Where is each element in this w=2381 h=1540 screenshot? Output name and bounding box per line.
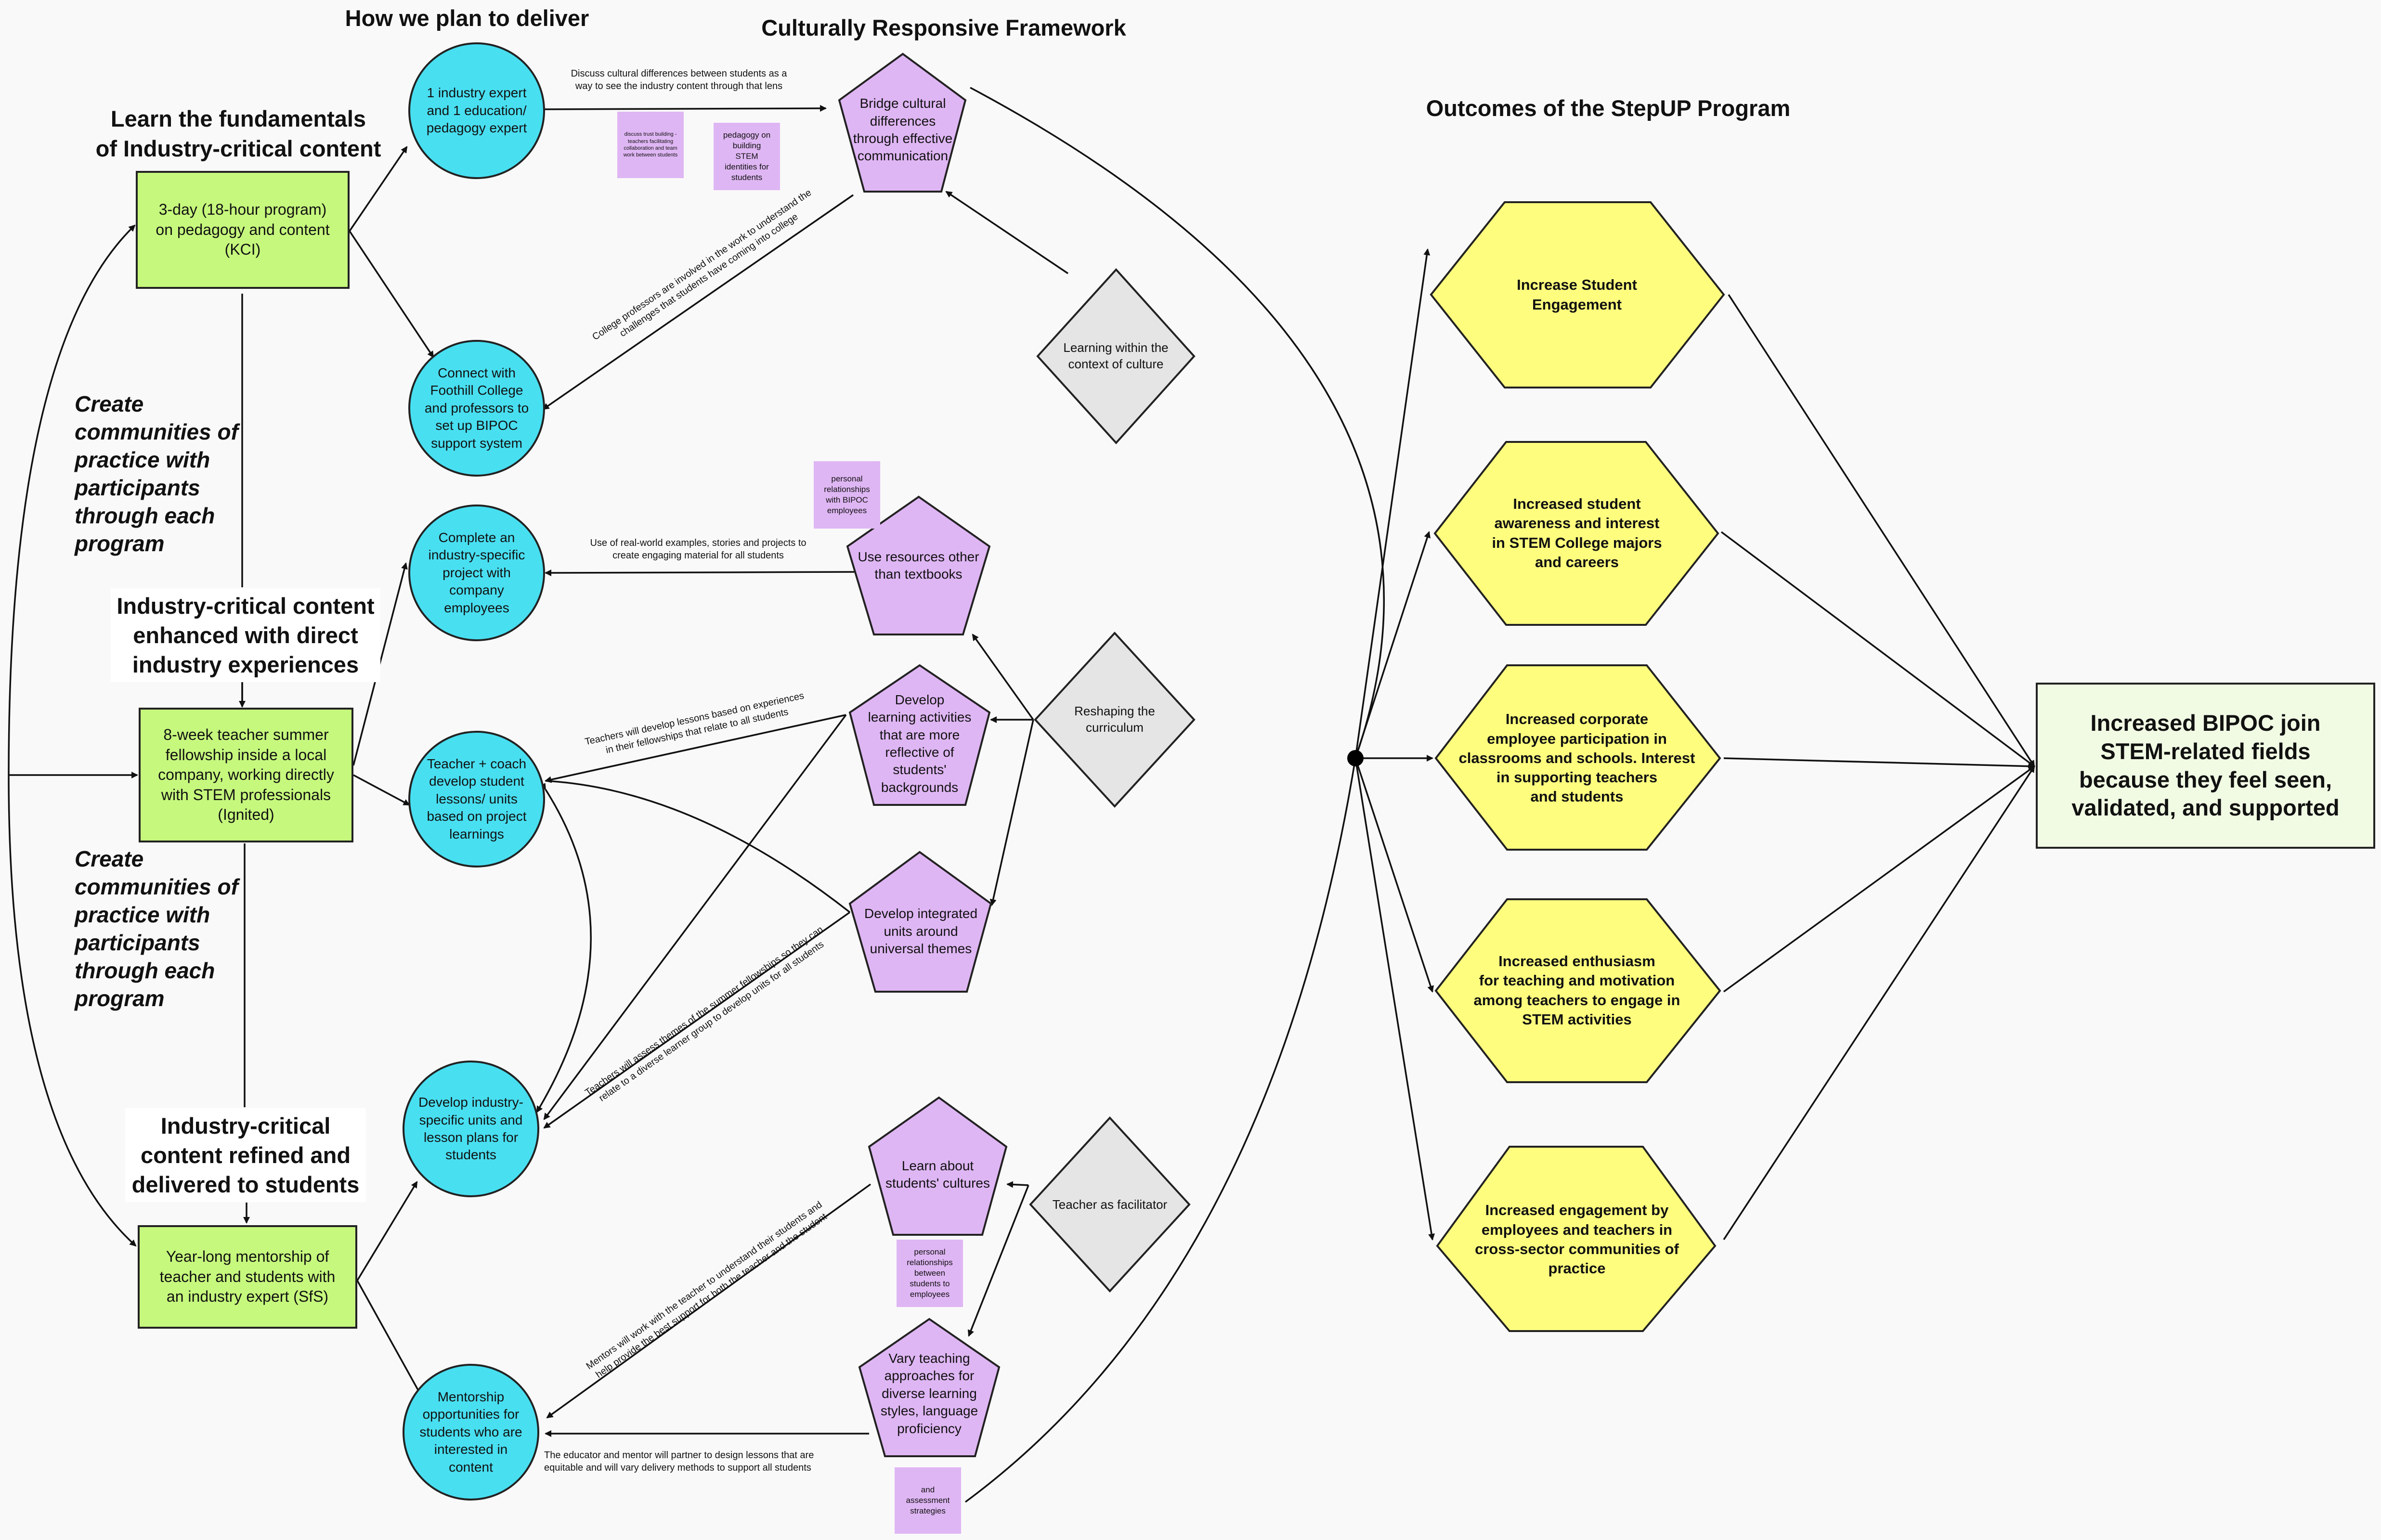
program-ignited: 8-week teacher summer fellowship inside … [139,708,353,842]
circle-units [403,1061,539,1197]
framework-activities: Develop learning activities that are mor… [868,692,972,795]
pillar-reshaping: Reshaping the curriculum [1074,704,1155,735]
arrow-kci-foothill [349,231,434,358]
arrow-integrated-units [543,911,851,1129]
arrow-cultures-mentorship [546,1183,872,1419]
arrow-activities-units [543,714,847,1120]
arrow-text-partner: The educator and mentor will partner to … [544,1450,814,1473]
framework-pentagons [838,52,1008,1457]
arrow-resources-project [545,569,865,576]
arrow-ignited-coach [353,774,410,806]
arrow-hub-cross-sector [1354,758,1435,1241]
heading-deliver: How we plan to deliver [345,5,589,31]
arrow-learning-bridge [945,191,1068,274]
arrow-sfs-mentorship [356,1280,424,1399]
arrow-spine-to-sfs [8,775,137,1247]
program-kci: 3-day (18-hour program) on pedagogy and … [136,171,350,289]
hexagon-cross-sector [1436,1146,1717,1332]
circle-coach [408,731,545,867]
diamond-facilitator [1029,1116,1191,1293]
framework-integrated: Develop integrated units around universa… [864,906,978,957]
note-assessment: and assessment strategies [895,1467,961,1534]
outcome-corporate: Increased corporate employee participati… [1458,711,1695,805]
delivery-project: Complete an industry-specific project wi… [428,530,525,615]
delivery-foothill: Connect with Foothill College and profes… [424,365,529,451]
pentagon-activities [848,664,991,806]
circle-mentorship [403,1364,539,1501]
pillar-learning: Learning within the context of culture [1063,340,1169,371]
hexagon-enthusiasm [1434,898,1721,1083]
outcome-cross-sector: Increased engagement by employees and te… [1475,1202,1679,1277]
arrow-coach-units [536,783,592,1113]
side-communities-bottom: Create communities of practice with part… [75,846,238,1011]
note-students-employees: personal relationships between students … [897,1240,963,1307]
arrow-enthusiasm-result [1723,765,2035,993]
side-communities-top: Create communities of practice with part… [75,391,238,556]
heading-outcomes: Outcomes of the StepUP Program [1426,95,1791,121]
heading-framework: Culturally Responsive Framework [761,14,1126,40]
arrow-text-discuss: Discuss cultural differences between stu… [571,68,787,91]
pentagon-bridge [838,52,967,193]
outcome-awareness: Increased student awareness and interest… [1492,495,1662,570]
arrow-experts-bridge [538,105,827,113]
outcomes-arc [964,87,1385,1503]
arrow-engagement-result [1728,294,2035,767]
delivery-mentorship: Mentorship opportunities for students wh… [419,1389,522,1475]
arrow-activities-coach [545,714,846,783]
arrow-integrated-coach [545,780,851,913]
hub-dot [1347,750,1364,766]
arrow-cross-sector-result [1723,765,2035,1240]
pillar-diamonds [1029,268,1196,1293]
arrow-reshaping-resources [972,634,1034,721]
note-bipoc-employees: personal relationships with BIPOC employ… [814,461,880,529]
diamond-reshaping [1034,632,1196,808]
label-enhanced: Industry-critical content enhanced with … [111,588,380,682]
arrow-sfs-units [356,1181,418,1281]
circle-project [408,505,545,641]
arrow-hub-awareness [1354,531,1431,759]
arrow-hub-enthusiasm [1354,758,1434,993]
arrow-corporate-result [1723,757,2035,770]
framework-vary: Vary teaching approaches for diverse lea… [880,1351,978,1436]
arrow-facilitator-cultures [1006,1181,1029,1188]
delivery-experts: 1 industry expert and 1 education/ pedag… [426,85,527,136]
framework-resources: Use resources other than textbooks [858,549,979,582]
framework-bridge: Bridge cultural differences through effe… [853,96,953,164]
framework-cultures: Learn about students' cultures [885,1158,990,1191]
arrow-text-realworld: Use of real-world examples, stories and … [590,538,807,561]
heading-fundamentals: Learn the fundamentals of Industry-criti… [95,106,381,161]
note-trust: discuss trust building - teachers facili… [617,112,684,178]
outcome-hexagons [1430,201,1725,1332]
arrow-facilitator-vary [967,1185,1029,1337]
program-sfs: Year-long mentorship of teacher and stud… [138,1225,357,1329]
circle-foothill [408,340,545,477]
label-refined: Industry-critical content refined and de… [125,1108,366,1202]
circle-experts [408,42,545,179]
pentagon-resources [846,495,991,635]
arrow-reshaping-integrated [989,719,1034,906]
arrow-hub-engagement [1354,248,1431,759]
arrow-spine-to-kci [8,224,136,776]
pentagon-vary [858,1318,1001,1457]
outcome-enthusiasm: Increased enthusiasm for teaching and mo… [1473,952,1680,1028]
pentagon-cultures [868,1096,1008,1236]
pillar-facilitator: Teacher as facilitator [1052,1197,1168,1212]
note-pedagogy: pedagogy on building STEM identities for… [714,123,780,190]
delivery-circles [403,42,545,1501]
arrow-awareness-result [1720,531,2035,767]
hexagon-awareness [1433,441,1719,626]
arrow-kci-experts [349,146,408,232]
pentagon-integrated [848,851,992,993]
result-box: Increased BIPOC join STEM-related fields… [2036,683,2375,849]
diamond-learning [1036,268,1196,444]
arrow-bridge-foothill [542,194,854,410]
hexagon-engagement [1430,201,1725,388]
delivery-coach: Teacher + coach develop student lessons/… [427,756,527,841]
delivery-units: Develop industry- specific units and les… [418,1095,523,1163]
hexagon-corporate [1434,664,1721,851]
outcome-engagement: Increase Student Engagement [1517,276,1637,313]
